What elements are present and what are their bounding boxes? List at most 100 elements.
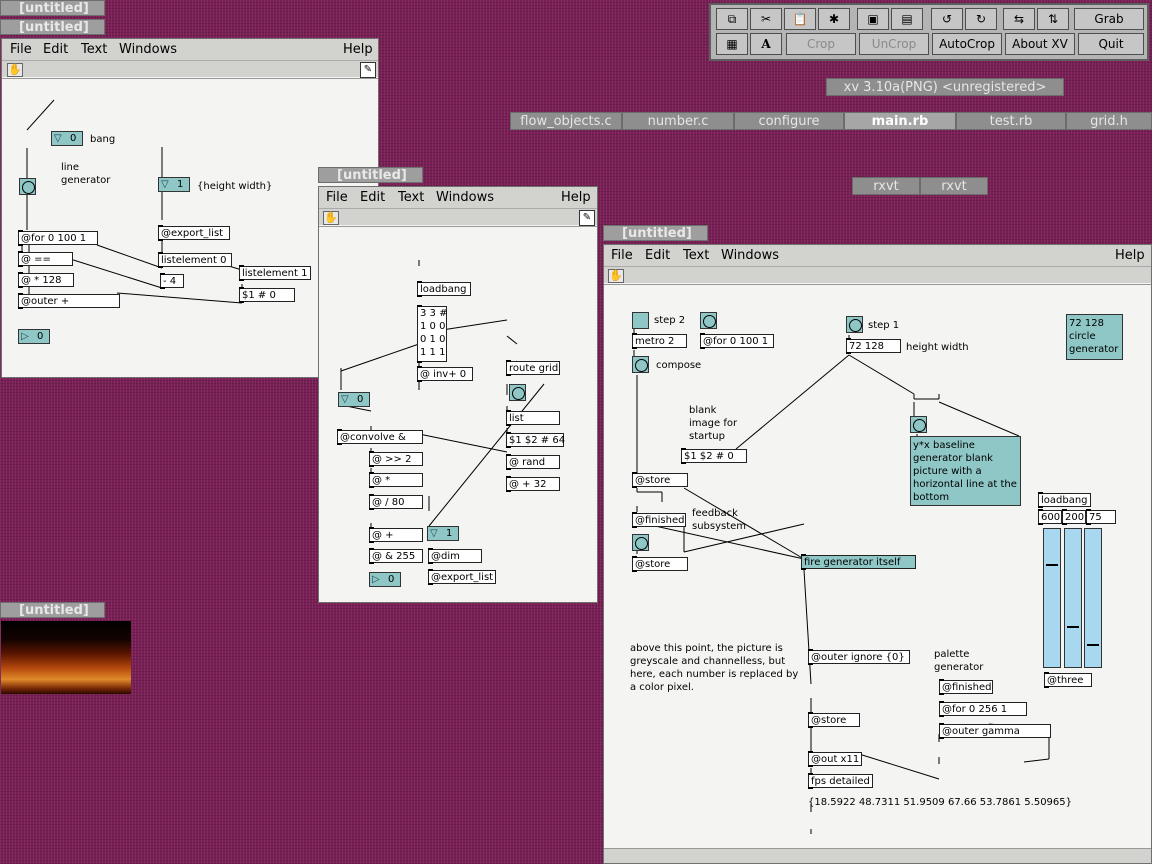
fire-generator-object[interactable]: fire generator itself — [801, 554, 916, 570]
object-divide[interactable]: @ / 80 — [369, 494, 423, 510]
blue-slider[interactable] — [1084, 528, 1102, 668]
bang-feedback[interactable] — [632, 534, 649, 551]
object-multiply[interactable]: @ * — [369, 472, 423, 488]
object-multiply[interactable]: @ * 128 — [18, 272, 74, 288]
annotate-icon[interactable]: ▤ — [891, 8, 923, 30]
menu-text[interactable]: Text — [81, 42, 108, 57]
object-equals[interactable]: @ == — [18, 251, 73, 267]
message-height-width[interactable]: 72 128 — [846, 338, 901, 354]
object-rand[interactable]: @ rand — [506, 454, 560, 470]
tab-configure[interactable]: configure — [734, 112, 844, 130]
menu-help[interactable]: Help — [1115, 248, 1145, 263]
object-convolve[interactable]: @convolve & — [337, 429, 423, 445]
object-loadbang[interactable]: loadbang — [417, 281, 471, 297]
object-plus[interactable]: @ + — [369, 527, 423, 543]
object-store[interactable]: @store — [632, 472, 688, 488]
window-tab-untitled-5[interactable]: [untitled] — [0, 602, 105, 618]
object-dim[interactable]: @dim — [428, 548, 482, 564]
patch-canvas[interactable]: loadbang 3 3 # 1 0 0 0 1 0 1 1 1 @ inv+ … — [319, 226, 597, 602]
object-three[interactable]: @three — [1044, 672, 1092, 688]
hand-icon[interactable]: ✋ — [608, 269, 624, 283]
patch-canvas[interactable]: step 2 metro 2 @for 0 100 1 compose step… — [604, 284, 1151, 849]
object-loadbang[interactable]: loadbang — [1038, 492, 1091, 508]
menu-text[interactable]: Text — [398, 190, 425, 205]
swap-icon[interactable]: ⇆ — [1003, 8, 1035, 30]
tab-flow-objects[interactable]: flow_objects.c — [510, 112, 622, 130]
object-for-256[interactable]: @for 0 256 1 — [939, 701, 1027, 717]
window-tab-untitled-2[interactable]: [untitled] — [0, 19, 105, 35]
object-shift-right[interactable]: @ >> 2 — [369, 451, 423, 467]
menu-edit[interactable]: Edit — [43, 42, 69, 57]
menu-file[interactable]: File — [611, 248, 633, 263]
patch-canvas[interactable]: ▽0 bang line generator ▽1 {height width}… — [2, 78, 378, 377]
object-listelement-1[interactable]: listelement 1 — [239, 265, 311, 281]
quit-button[interactable]: Quit — [1078, 33, 1144, 55]
flip-icon[interactable]: ⇅ — [1037, 8, 1069, 30]
height-width-number-box[interactable]: ▽1 — [158, 177, 190, 192]
message-200[interactable]: 200 — [1062, 509, 1086, 525]
xv-title-tab[interactable]: xv 3.10a(PNG) <unregistered> — [826, 78, 1064, 96]
message-blank[interactable]: $1 $2 # 0 — [681, 448, 747, 464]
message-75[interactable]: 75 — [1086, 509, 1116, 525]
object-for-loop[interactable]: @for 0 100 1 — [18, 230, 98, 246]
undo-icon[interactable]: ↺ — [931, 8, 963, 30]
autocrop-button[interactable]: AutoCrop — [932, 33, 1002, 55]
tab-grid-h[interactable]: grid.h — [1066, 112, 1152, 130]
tab-test-rb[interactable]: test.rb — [956, 112, 1066, 130]
green-slider[interactable] — [1064, 528, 1082, 668]
object-finished[interactable]: @finished — [632, 512, 686, 528]
object-outer-plus[interactable]: @outer + — [18, 293, 120, 309]
menu-file[interactable]: File — [326, 190, 348, 205]
message-64[interactable]: $1 $2 # 64 — [506, 432, 565, 448]
bang-number-box[interactable]: ▽0 — [51, 131, 83, 146]
copy-icon[interactable]: ⧉ — [716, 8, 748, 30]
grab-button[interactable]: Grab — [1074, 8, 1144, 30]
slider-knob[interactable] — [1067, 626, 1079, 628]
menu-windows[interactable]: Windows — [721, 248, 780, 263]
pad-icon[interactable]: ▣ — [857, 8, 889, 30]
grid-icon[interactable]: ▦ — [716, 33, 748, 55]
menu-file[interactable]: File — [10, 42, 32, 57]
object-list[interactable]: list — [506, 410, 560, 426]
menu-edit[interactable]: Edit — [360, 190, 386, 205]
tab-main-rb[interactable]: main.rb — [844, 112, 956, 130]
object-minus[interactable]: - 4 — [160, 273, 184, 289]
red-slider[interactable] — [1043, 528, 1061, 668]
object-store-3[interactable]: @store — [808, 712, 860, 728]
hand-icon[interactable]: ✋ — [323, 211, 339, 225]
window-tab-untitled-1[interactable]: [untitled] — [0, 0, 105, 16]
object-out-x11[interactable]: @out x11 — [808, 751, 862, 767]
window-tab-untitled-4[interactable]: [untitled] — [603, 225, 708, 241]
slider-knob[interactable] — [1087, 644, 1099, 646]
cut-icon[interactable]: ✂ — [750, 8, 782, 30]
object-metro[interactable]: metro 2 — [632, 333, 687, 349]
toggle-step-2[interactable] — [632, 312, 649, 329]
tab-number[interactable]: number.c — [622, 112, 734, 130]
output-number-box[interactable]: ▷0 — [369, 572, 401, 587]
bang-baseline[interactable] — [910, 416, 927, 433]
object-and-255[interactable]: @ & 255 — [369, 548, 423, 564]
menu-windows[interactable]: Windows — [436, 190, 495, 205]
object-inv-plus[interactable]: @ inv+ 0 — [417, 366, 473, 382]
menu-windows[interactable]: Windows — [119, 42, 178, 57]
object-plus-32[interactable]: @ + 32 — [506, 476, 560, 492]
message-600[interactable]: 600 — [1038, 509, 1062, 525]
bang-button[interactable] — [509, 384, 526, 401]
object-store-2[interactable]: @store — [632, 556, 688, 572]
object-outer-ignore[interactable]: @outer ignore {0} — [808, 649, 910, 665]
edit-mode-icon[interactable]: ✎ — [579, 210, 595, 226]
object-finished-2[interactable]: @finished — [939, 679, 993, 695]
object-for-loop[interactable]: @for 0 100 1 — [700, 333, 774, 349]
number-box-0[interactable]: ▽0 — [338, 392, 370, 407]
menu-help[interactable]: Help — [343, 42, 373, 57]
menu-text[interactable]: Text — [683, 248, 710, 263]
object-export-list[interactable]: @export_list — [158, 225, 230, 241]
message-box[interactable]: $1 # 0 — [239, 287, 295, 303]
paste-icon[interactable]: 📋 — [784, 8, 816, 30]
edit-mode-icon[interactable]: ✎ — [360, 62, 376, 78]
object-outer-gamma[interactable]: @outer gamma — [939, 723, 1051, 739]
object-fps-detailed[interactable]: fps detailed — [808, 773, 873, 789]
object-export-list[interactable]: @export_list — [428, 569, 496, 585]
clear-icon[interactable]: ✱ — [818, 8, 850, 30]
horizontal-scrollbar[interactable] — [604, 848, 1151, 863]
